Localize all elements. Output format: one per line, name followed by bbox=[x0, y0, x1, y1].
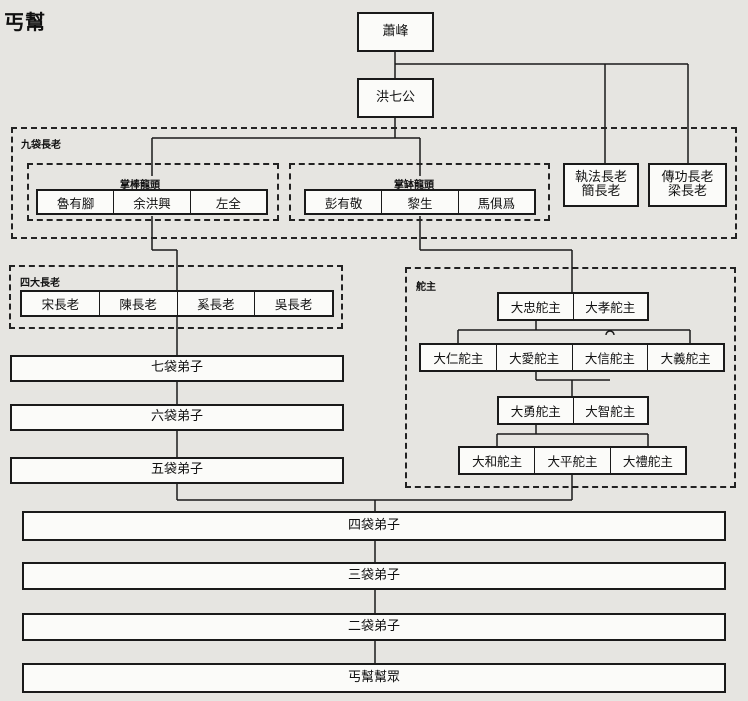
four-elders-member: 吳長老 bbox=[254, 292, 332, 315]
rudder-row-3: 大勇舵主 大智舵主 bbox=[497, 396, 649, 425]
group-a-members: 魯有腳 余洪興 左全 bbox=[36, 189, 268, 215]
rudder-member: 大孝舵主 bbox=[572, 294, 648, 319]
group-a-label: 掌棒龍頭 bbox=[120, 180, 160, 191]
rudder-member: 大愛舵主 bbox=[495, 345, 572, 370]
four-bag-label: 四袋弟子 bbox=[347, 517, 400, 533]
rudder-member: 大智舵主 bbox=[572, 398, 648, 423]
three-bag-box: 三袋弟子 bbox=[22, 562, 726, 590]
group-b-member: 馬俱爲 bbox=[457, 191, 534, 213]
group-b-container bbox=[289, 163, 550, 221]
group-b-members: 彭有敬 黎生 馬俱爲 bbox=[304, 189, 536, 215]
rudder-row-4: 大和舵主 大平舵主 大禮舵主 bbox=[458, 446, 687, 475]
rudder-row-2: 大仁舵主 大愛舵主 大信舵主 大義舵主 bbox=[419, 343, 725, 372]
four-elders-label: 四大長老 bbox=[20, 278, 60, 289]
diagram-title: 丐幫 bbox=[4, 10, 46, 34]
two-bag-label: 二袋弟子 bbox=[347, 618, 400, 634]
group-b-member: 黎生 bbox=[381, 191, 457, 213]
two-bag-box: 二袋弟子 bbox=[22, 613, 726, 641]
rudder-member: 大勇舵主 bbox=[510, 404, 561, 419]
rudder-member: 大仁舵主 bbox=[433, 351, 484, 366]
group-b-label: 掌缽龍頭 bbox=[394, 180, 434, 191]
rudder-label: 舵主 bbox=[416, 282, 436, 293]
five-bag-label: 五袋弟子 bbox=[150, 462, 203, 478]
enforce-name: 簡長老 bbox=[581, 184, 621, 199]
merit-name: 梁長老 bbox=[667, 184, 707, 199]
rudder-member: 大平舵主 bbox=[534, 448, 609, 473]
leader-box: 蕭峰 bbox=[357, 12, 434, 52]
deputy-name: 洪七公 bbox=[375, 89, 415, 105]
five-bag-box: 五袋弟子 bbox=[10, 457, 344, 484]
rudder-member: 大義舵主 bbox=[647, 345, 723, 370]
group-a-container bbox=[27, 163, 279, 221]
four-elders-member: 奚長老 bbox=[176, 292, 255, 315]
seven-bag-label: 七袋弟子 bbox=[150, 360, 203, 376]
rudder-member: 大和舵主 bbox=[472, 454, 523, 469]
enforce-elder-box: 執法長老 簡長老 bbox=[563, 163, 639, 207]
crowd-label: 丐幫幫眾 bbox=[347, 669, 400, 685]
four-elders-member: 陳長老 bbox=[98, 292, 177, 315]
merit-elder-box: 傳功長老 梁長老 bbox=[648, 163, 727, 207]
group-a-member: 左全 bbox=[189, 191, 266, 213]
enforce-title: 執法長老 bbox=[574, 169, 627, 185]
rudder-member: 大禮舵主 bbox=[609, 448, 685, 473]
four-bag-box: 四袋弟子 bbox=[22, 511, 726, 541]
three-bag-label: 三袋弟子 bbox=[347, 567, 400, 583]
group-a-member: 余洪興 bbox=[113, 191, 189, 213]
six-bag-label: 六袋弟子 bbox=[150, 409, 203, 425]
rudder-member: 大信舵主 bbox=[571, 345, 648, 370]
deputy-box: 洪七公 bbox=[357, 78, 434, 118]
nine-bag-label: 九袋長老 bbox=[21, 140, 61, 151]
rudder-group bbox=[405, 267, 736, 488]
merit-title: 傳功長老 bbox=[661, 169, 714, 185]
seven-bag-box: 七袋弟子 bbox=[10, 355, 344, 382]
four-elders-member: 宋長老 bbox=[41, 297, 80, 312]
four-elders-group bbox=[9, 265, 343, 329]
six-bag-box: 六袋弟子 bbox=[10, 404, 344, 431]
group-b-member: 彭有敬 bbox=[324, 195, 363, 211]
nine-bag-group bbox=[11, 127, 737, 239]
leader-name: 蕭峰 bbox=[382, 23, 409, 39]
four-elders-members: 宋長老 陳長老 奚長老 吳長老 bbox=[20, 290, 334, 317]
rudder-row-1: 大忠舵主 大孝舵主 bbox=[497, 292, 649, 321]
rudder-member: 大忠舵主 bbox=[510, 300, 561, 315]
group-a-member: 魯有腳 bbox=[56, 195, 95, 211]
crowd-box: 丐幫幫眾 bbox=[22, 663, 726, 693]
